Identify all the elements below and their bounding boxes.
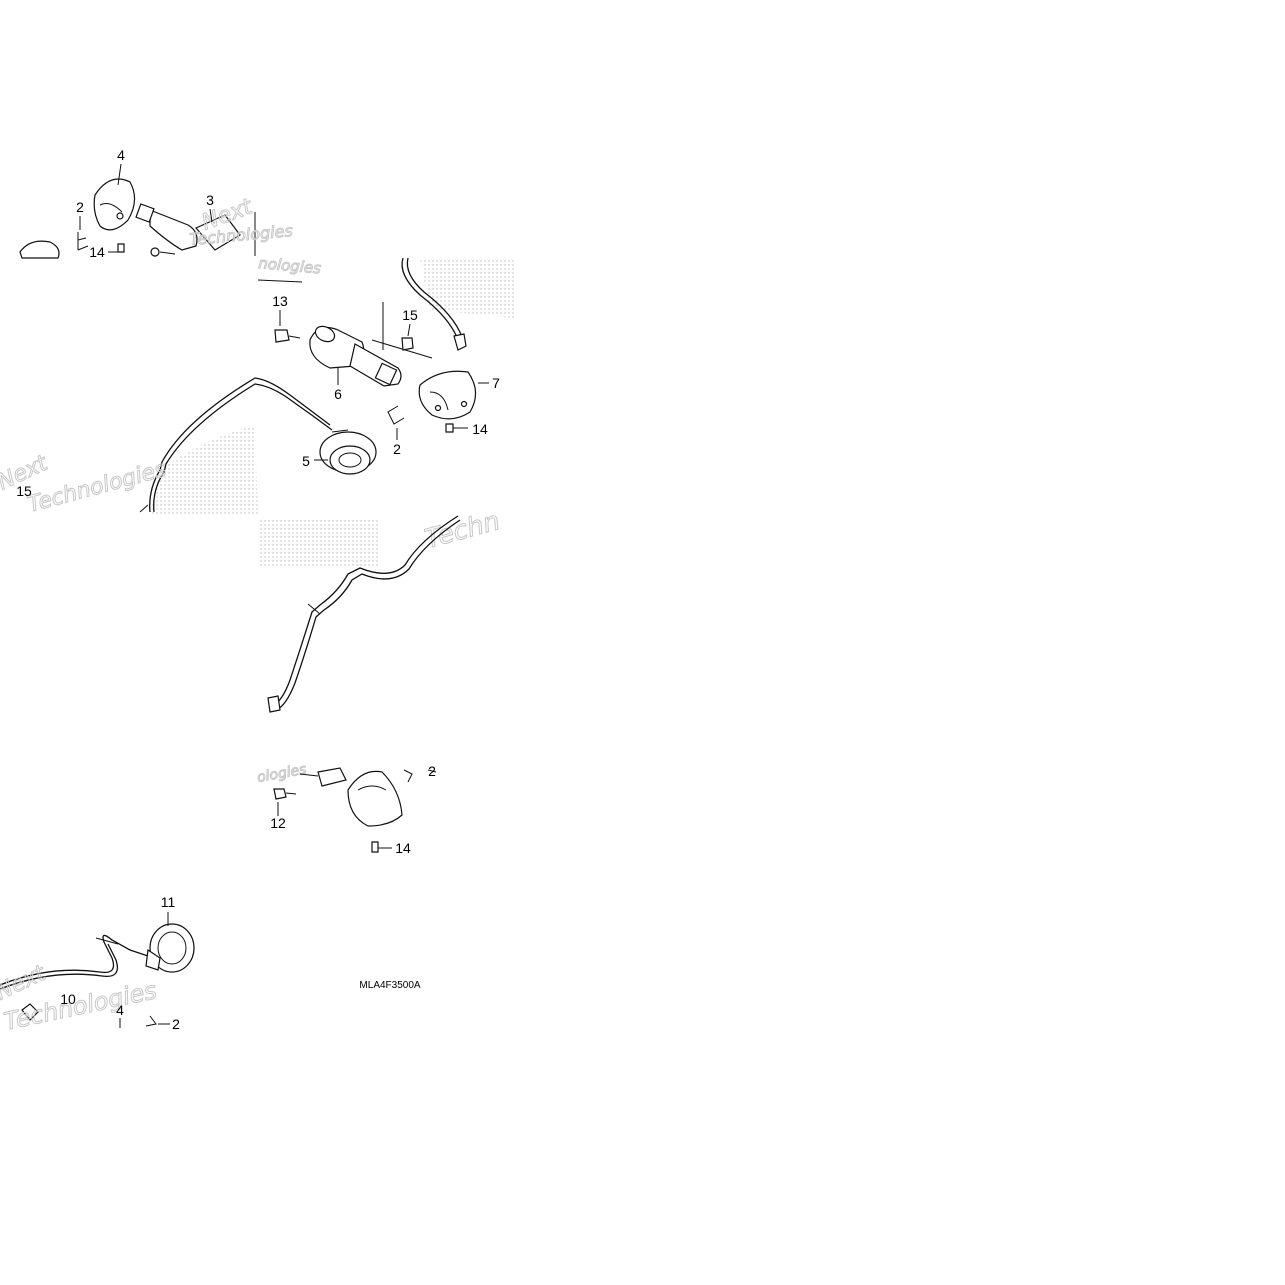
callout-2-low: 2 xyxy=(428,763,436,779)
wiring-harness-top-right xyxy=(401,257,467,351)
assembly-top-left xyxy=(19,178,303,283)
socket-5-part xyxy=(319,429,377,475)
watermark-logo xyxy=(150,425,258,515)
callout-15-mid: 15 xyxy=(402,307,418,323)
turn-signal-body-6-part xyxy=(309,325,402,387)
callout-5: 5 xyxy=(302,453,310,469)
callout-14-top: 14 xyxy=(89,244,105,260)
clip-part xyxy=(77,232,89,251)
callout-14-mid: 14 xyxy=(472,421,488,437)
callout-4-top: 4 xyxy=(117,147,125,163)
watermark-text: ologies xyxy=(256,762,308,786)
turn-signal-body-part xyxy=(149,209,198,251)
callout-6: 6 xyxy=(334,386,342,402)
watermark-logo xyxy=(420,258,515,318)
lens-7-part xyxy=(418,370,477,420)
callout-2-mid: 2 xyxy=(393,441,401,457)
screw-15-part xyxy=(401,337,414,351)
assembly-bottom-left xyxy=(0,923,195,1028)
lens-part xyxy=(347,770,403,827)
callout-14-low: 14 xyxy=(395,840,411,856)
watermark-text: nologies xyxy=(258,254,322,277)
screw-part xyxy=(117,243,125,253)
screw-13-part xyxy=(274,329,301,343)
callout-7: 7 xyxy=(492,375,500,391)
callout-11: 11 xyxy=(161,894,176,910)
callout-13: 13 xyxy=(272,293,288,309)
callout-2-bottom: 2 xyxy=(172,1016,180,1032)
watermark-text: Techn xyxy=(422,506,503,555)
callout-15-left: 15 xyxy=(16,483,32,499)
assembly-lower xyxy=(273,767,437,853)
drawing-code: MLA4F3500A xyxy=(359,980,420,991)
callout-2-top: 2 xyxy=(76,199,84,215)
callout-12: 12 xyxy=(270,815,286,831)
callout-4-bottom: 4 xyxy=(116,1002,124,1018)
wiring-harness-middle xyxy=(267,515,461,713)
wiring-harness-left xyxy=(139,377,333,513)
callout-3: 3 xyxy=(206,192,214,208)
watermark-logo xyxy=(258,518,380,566)
screw-14-part xyxy=(445,423,468,433)
clip-2-part xyxy=(387,405,405,425)
callout-10: 10 xyxy=(60,991,76,1007)
